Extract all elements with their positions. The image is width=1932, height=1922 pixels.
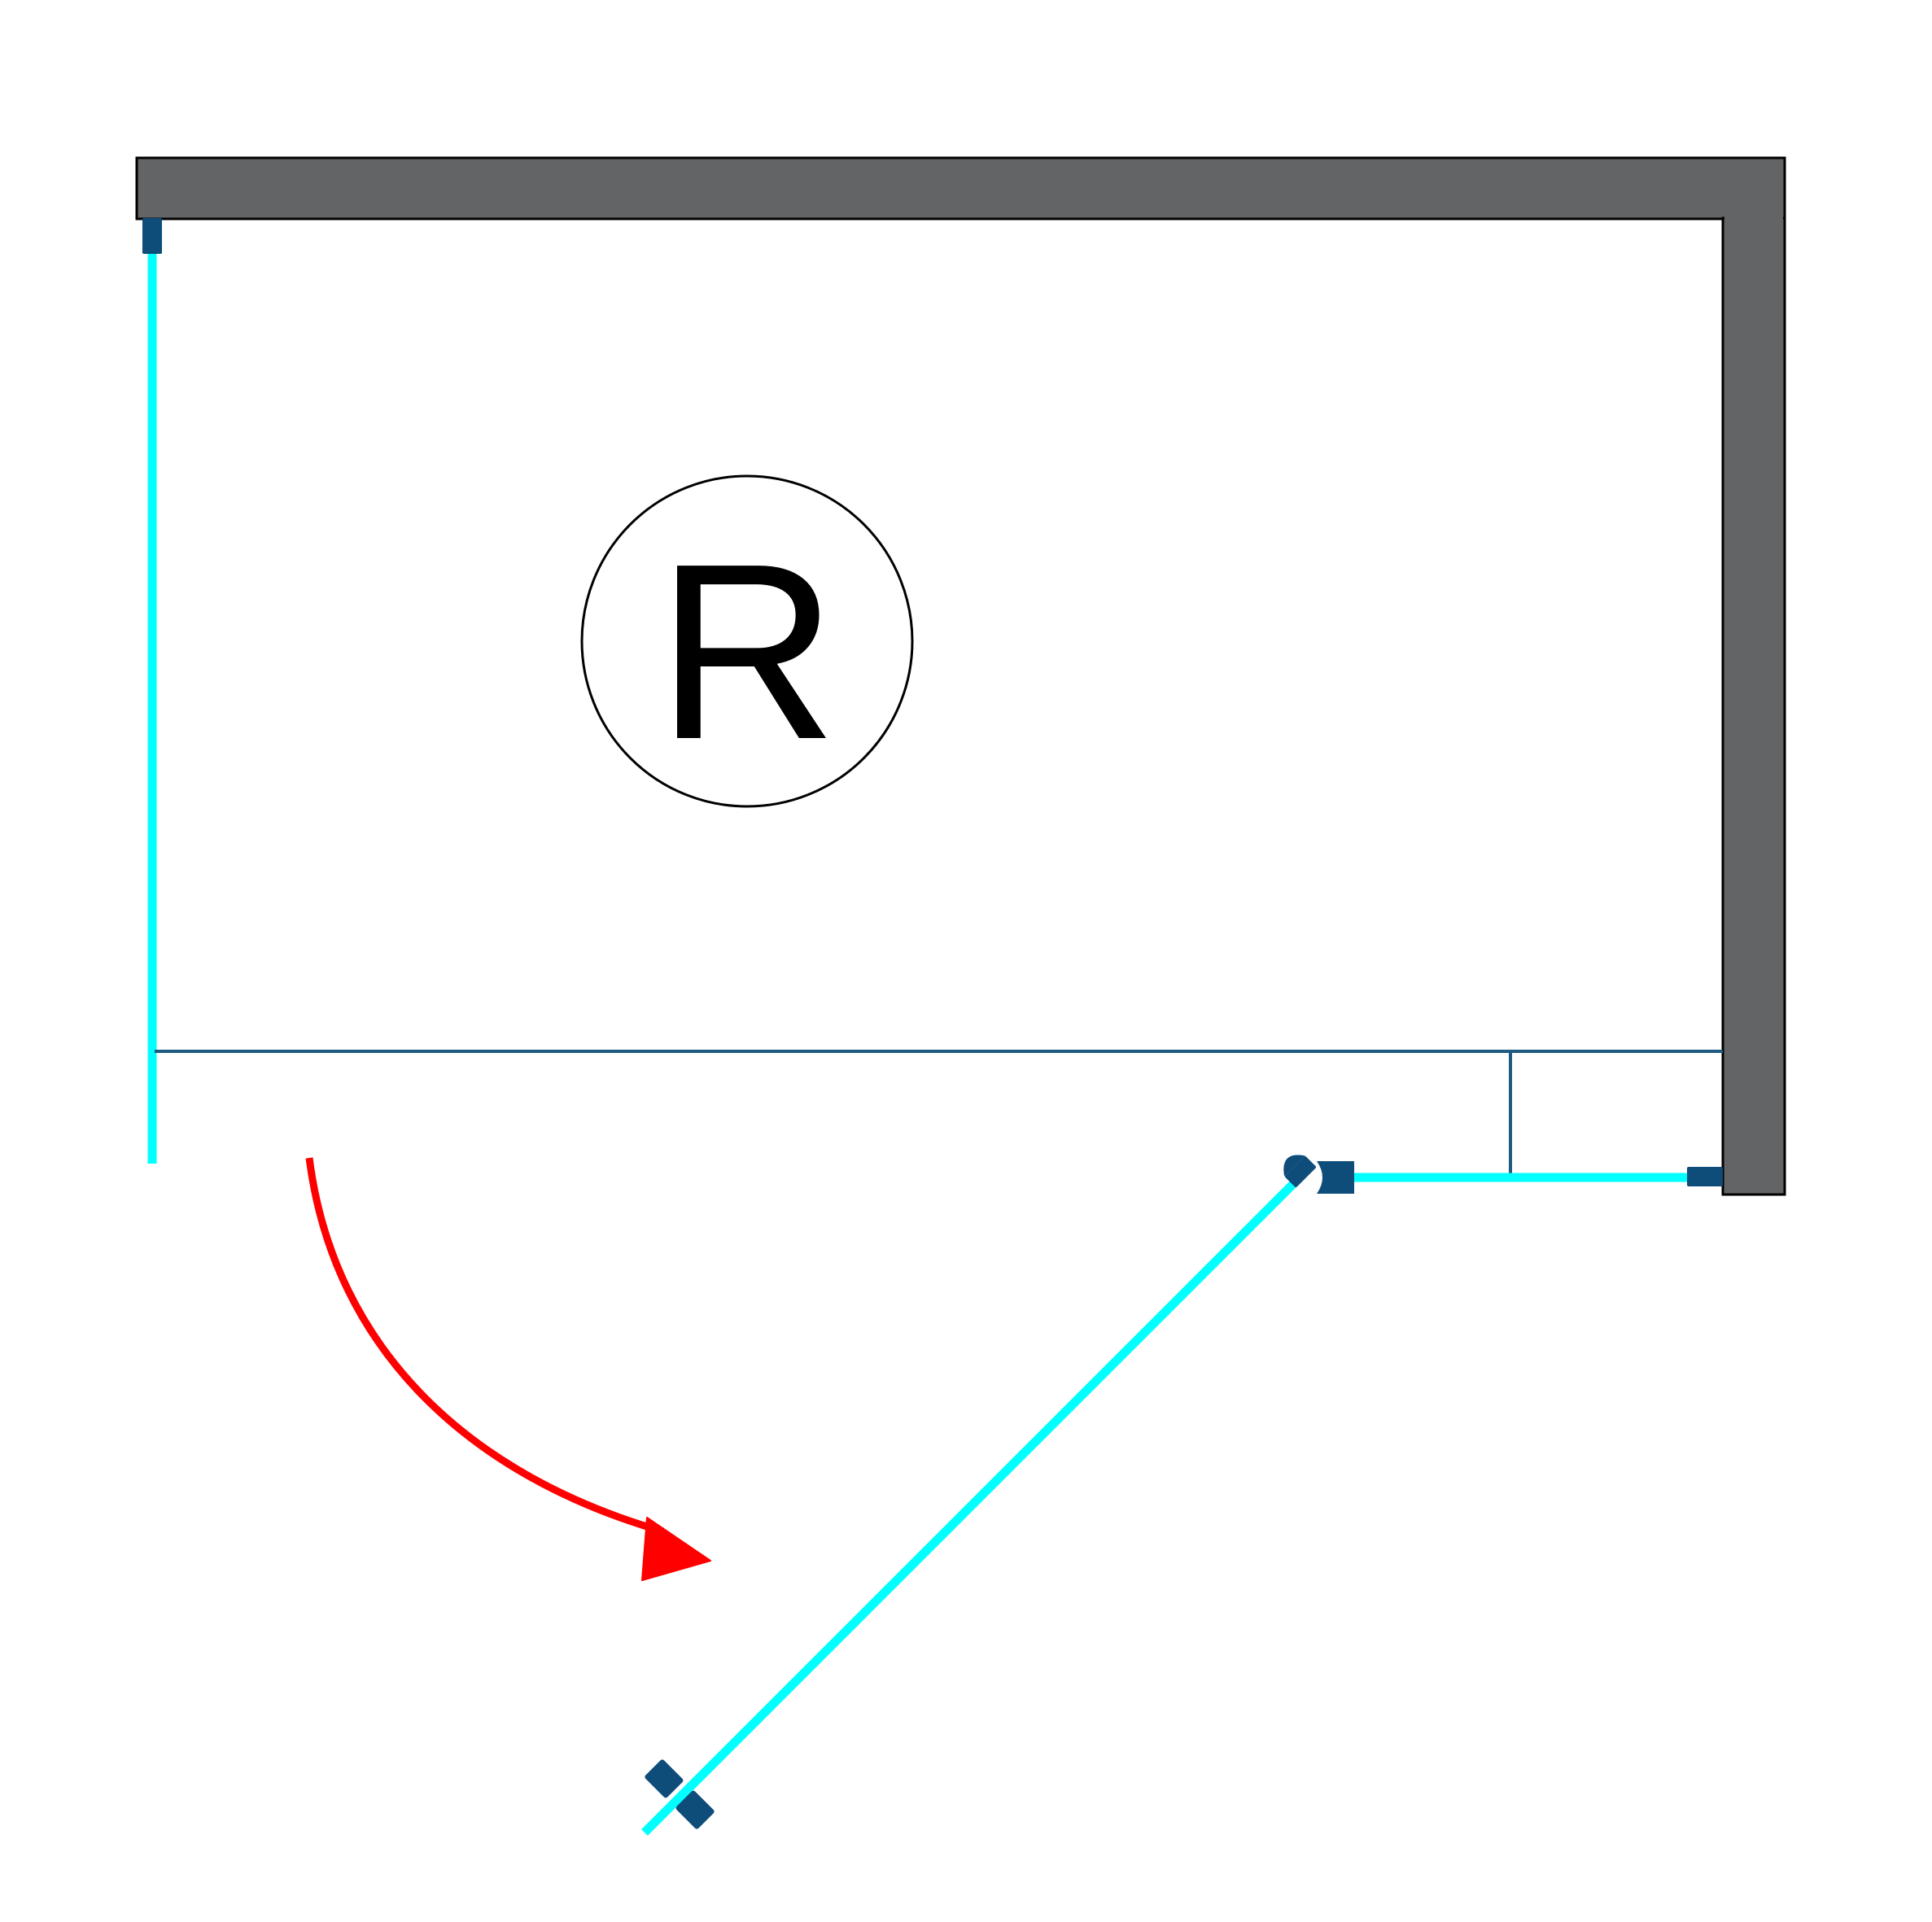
right-fixed-panel [1312, 1161, 1723, 1194]
orientation-circle [580, 474, 914, 808]
swing-door [641, 1155, 1316, 1836]
swing-arrow-icon [305, 1157, 711, 1581]
walls [135, 156, 1786, 1196]
left-fixed-panel [142, 218, 162, 1164]
hinge-icon [1283, 1155, 1316, 1187]
orientation-label: R [657, 512, 837, 792]
door-glass-panel [641, 1168, 1309, 1836]
guide-lines [155, 1050, 1723, 1176]
wall-bracket-icon [1687, 1167, 1723, 1186]
hinge-icon [1312, 1161, 1354, 1194]
side-wall [1721, 216, 1786, 1196]
swing-arc [305, 1157, 665, 1535]
swing-arrowhead [641, 1517, 711, 1581]
orientation-badge: R [580, 474, 914, 808]
handle-icon [645, 1759, 715, 1829]
back-wall [135, 156, 1786, 221]
wall-bracket-icon [142, 218, 162, 254]
